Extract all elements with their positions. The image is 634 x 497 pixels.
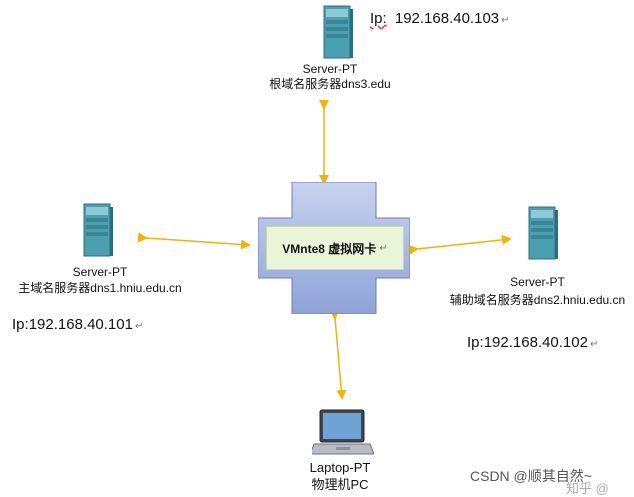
arrow-left — [137, 232, 251, 250]
arrow-bottom — [329, 309, 347, 400]
zhihu-watermark: 知乎 @ — [566, 481, 609, 496]
top-node-device: Server-PT — [302, 62, 358, 76]
left-node-device: Server-PT — [72, 265, 128, 279]
arrow-right — [408, 234, 512, 255]
left-node-ip: Ip:192.168.40.101↵ — [12, 316, 144, 333]
top-node-ip: Ip: 192.168.40.103↵ — [370, 10, 510, 27]
hub-label: VMnte8 虚拟网卡↵ — [266, 226, 404, 270]
right-node-device: Server-PT — [510, 275, 565, 289]
bottom-node-role: 物理机PC — [311, 477, 369, 492]
server-icon — [323, 5, 353, 59]
left-node-role: 主域名服务器dns1.hniu.edu.cn — [18, 281, 182, 295]
top-node-role: 根域名服务器dns3.edu — [269, 77, 391, 91]
server-icon — [83, 203, 113, 257]
bottom-node-device: Laptop-PT — [309, 460, 371, 475]
right-node-role: 辅助域名服务器dns2.hniu.edu.cn — [449, 293, 626, 307]
laptop-icon — [312, 409, 374, 455]
csdn-watermark: CSDN @顺其自然~ — [470, 468, 592, 484]
server-icon — [528, 206, 558, 260]
right-node-ip: Ip:192.168.40.102↵ — [467, 334, 599, 351]
